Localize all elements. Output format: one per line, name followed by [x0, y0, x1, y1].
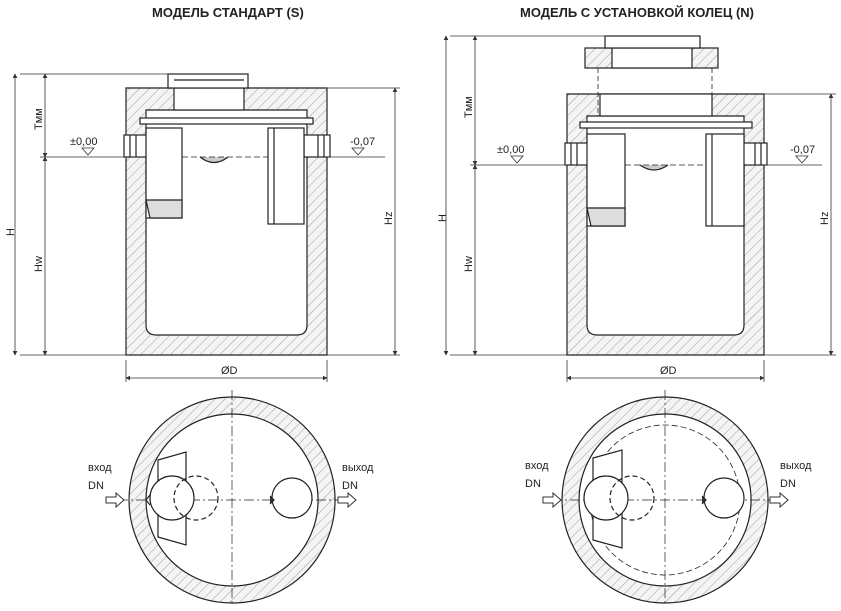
label-Hw-ring: Hw	[463, 256, 475, 272]
manhole-cover	[167, 73, 249, 89]
label-outlet-dn: DN	[342, 480, 358, 492]
title-standard-model: МОДЕЛЬ СТАНДАРТ (S)	[152, 5, 304, 20]
label-Tmm-ring: Tмм	[463, 96, 475, 118]
ring-elevation	[564, 35, 768, 356]
manhole-cover-ring	[604, 35, 701, 49]
inlet-arrow	[105, 491, 125, 509]
label-Tmm: Tмм	[33, 108, 45, 130]
label-outlet: выход	[342, 462, 374, 474]
label-Hz-ring: Hz	[819, 212, 831, 225]
label-diameter-ring: ØD	[660, 365, 677, 377]
label-outlet-dn-ring: DN	[780, 478, 796, 490]
label-level-zero-ring: ±0,00	[497, 144, 524, 156]
label-Hw: Hw	[33, 256, 45, 272]
label-level-zero: ±0,00	[70, 136, 97, 148]
label-inlet: вход	[88, 462, 112, 474]
manhole-neck	[173, 87, 245, 111]
label-inlet-dn: DN	[88, 480, 104, 492]
outlet-pipe-ring	[740, 142, 768, 166]
standard-elevation	[123, 73, 331, 356]
standard-plan	[118, 390, 346, 606]
label-Hz: Hz	[383, 212, 395, 225]
ring-plan	[552, 390, 778, 606]
outlet-pipe	[303, 134, 331, 158]
label-diameter: ØD	[221, 365, 238, 377]
label-level-out: -0,07	[350, 136, 375, 148]
label-H-ring: H	[437, 214, 449, 222]
outlet-arrow-ring	[769, 491, 789, 509]
label-inlet-dn-ring: DN	[525, 478, 541, 490]
label-outlet-ring: выход	[780, 460, 812, 472]
outlet-arrow	[337, 491, 357, 509]
label-H: H	[5, 228, 17, 236]
inlet-arrow-ring	[542, 491, 562, 509]
label-level-out-ring: -0,07	[790, 144, 815, 156]
label-inlet-ring: вход	[525, 460, 549, 472]
title-ring-model: МОДЕЛЬ С УСТАНОВКОЙ КОЛЕЦ (N)	[520, 5, 754, 20]
